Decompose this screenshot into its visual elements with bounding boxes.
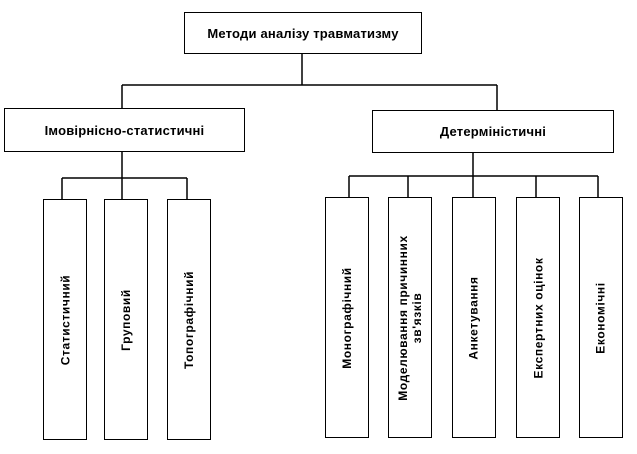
root-label: Методи аналізу травматизму — [207, 25, 399, 41]
method-label-line-1: Моделювання причинних — [396, 234, 411, 401]
method-label: Груповий — [119, 288, 134, 351]
method-questionnaire: Анкетування — [452, 197, 496, 438]
method-topographic: Топографічний — [167, 199, 211, 440]
method-label: Економічні — [594, 281, 608, 354]
method-label: Монографічний — [340, 266, 355, 369]
category-probabilistic-statistical: Імовірнісно-статистичні — [4, 108, 245, 152]
method-monographic: Монографічний — [325, 197, 369, 438]
category-label: Детерміністичні — [439, 124, 547, 139]
method-label: Статистичний — [58, 274, 73, 365]
method-statistical: Статистичний — [43, 199, 87, 440]
category-deterministic: Детерміністичні — [372, 110, 614, 153]
method-label: Моделювання причинних зв'язків — [396, 235, 424, 401]
root-node: Методи аналізу травматизму — [184, 12, 422, 54]
method-label: Топографічний — [182, 270, 196, 369]
method-label-line-2: зв'язків — [410, 292, 425, 343]
method-label: Експертних оцінок — [531, 257, 545, 378]
method-group: Груповий — [104, 199, 148, 440]
method-label: Анкетування — [467, 275, 481, 360]
method-expert-assessment: Експертних оцінок — [516, 197, 560, 438]
method-economic: Економічні — [579, 197, 623, 438]
method-causal-modeling: Моделювання причинних зв'язків — [388, 197, 432, 438]
category-label: Імовірнісно-статистичні — [44, 122, 205, 138]
